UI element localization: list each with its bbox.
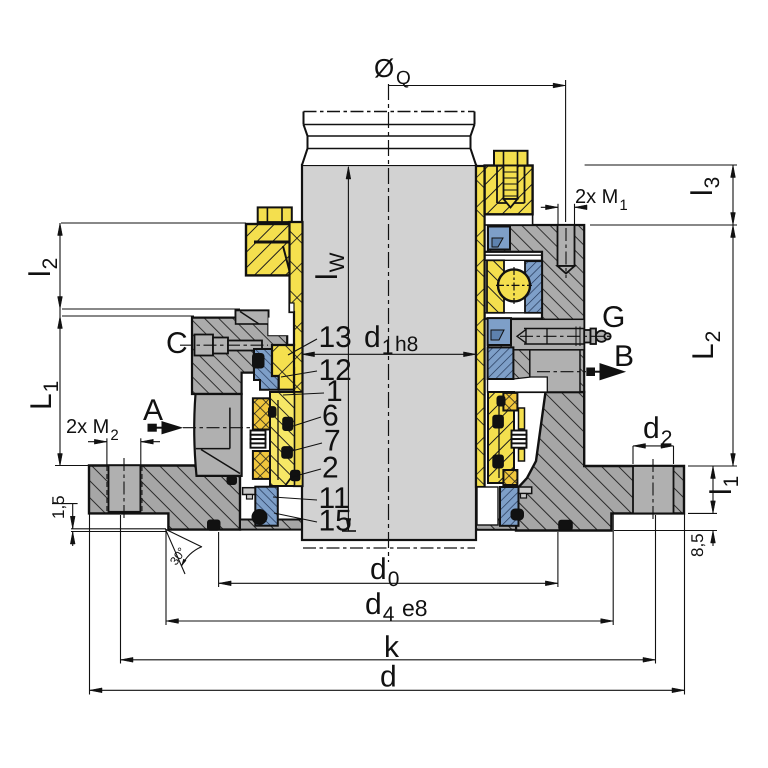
svg-text:G: G [602,301,625,334]
svg-text:1: 1 [326,375,343,408]
svg-text:A: A [143,394,163,427]
svg-text:13: 13 [319,321,352,354]
svg-text:C: C [166,327,188,360]
svg-text:k: k [384,631,400,664]
svg-text:L1: L1 [25,381,63,410]
svg-text:Ø: Ø [374,53,394,83]
svg-text:1,5: 1,5 [49,495,68,519]
svg-text:B: B [614,340,634,373]
svg-text:6: 6 [322,400,339,433]
svg-text:15: 15 [319,505,352,538]
svg-text:h8: h8 [395,333,418,356]
svg-text:8,5: 8,5 [688,533,707,557]
svg-text:d: d [380,661,397,694]
svg-text:Q: Q [396,68,411,89]
svg-text:12: 12 [319,354,352,387]
svg-text:e8: e8 [402,595,428,621]
svg-text:2: 2 [322,452,339,485]
svg-text:d2: d2 [643,412,672,450]
svg-text:7: 7 [324,425,341,458]
svg-text:11: 11 [319,482,350,515]
